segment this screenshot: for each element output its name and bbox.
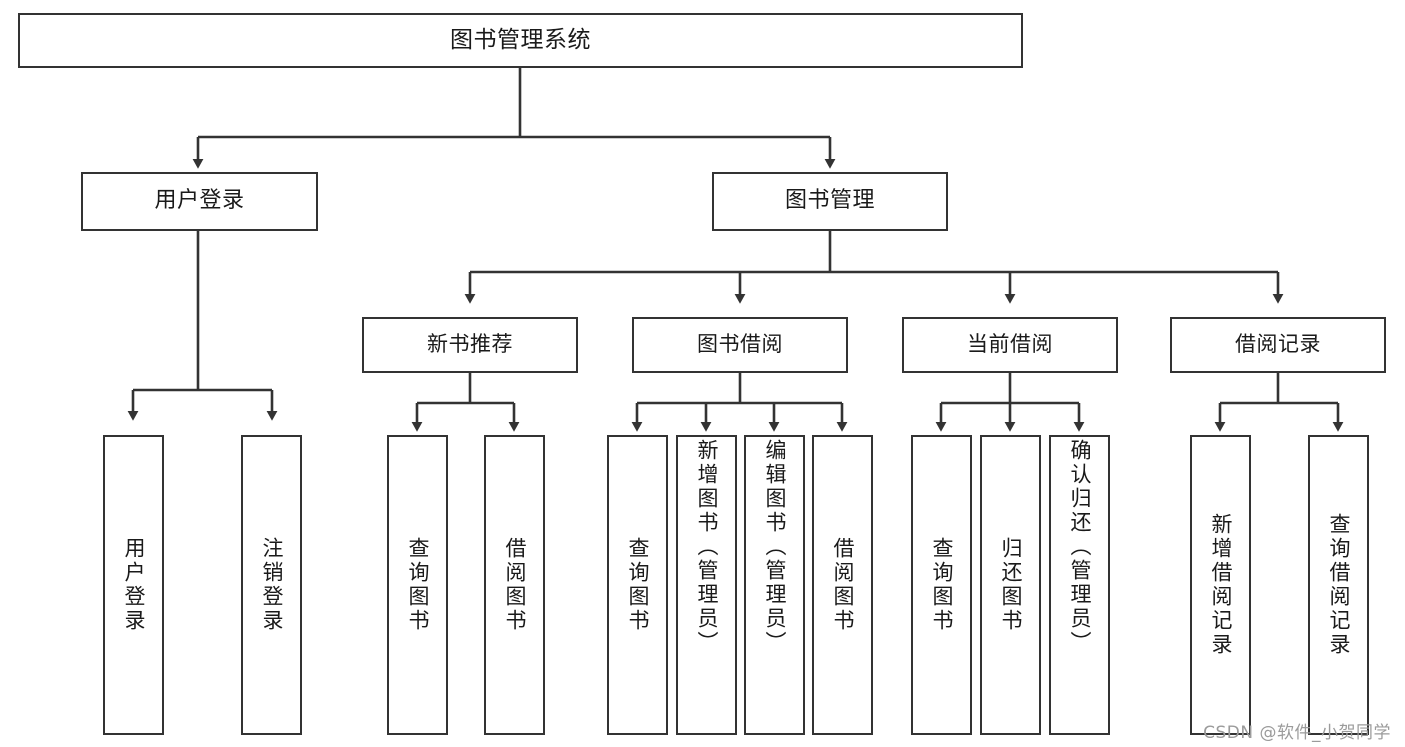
node-leaf-query-book-current[interactable]: 查询图书 xyxy=(911,435,972,735)
node-current-borrow[interactable]: 当前借阅 xyxy=(902,317,1118,373)
node-leaf-query-book-borrow[interactable]: 查询图书 xyxy=(607,435,668,735)
edge-borrowrecord-to-leaves xyxy=(1214,373,1344,432)
node-label: 查询图书 xyxy=(626,537,650,633)
node-user-login[interactable]: 用户登录 xyxy=(81,172,318,231)
node-label: 查询图书 xyxy=(406,537,430,633)
edge-newbook-to-leaves xyxy=(411,373,520,432)
node-leaf-return-book[interactable]: 归还图书 xyxy=(980,435,1041,735)
node-leaf-confirm-return-admin[interactable]: 确认归还（管理员） xyxy=(1049,435,1110,735)
node-label: 当前借阅 xyxy=(967,332,1053,357)
node-leaf-user-login[interactable]: 用户登录 xyxy=(103,435,164,735)
node-book-borrow[interactable]: 图书借阅 xyxy=(632,317,848,373)
node-label: 用户登录 xyxy=(122,537,146,633)
node-leaf-edit-book-admin[interactable]: 编辑图书（管理员） xyxy=(744,435,805,735)
edge-bookmgmt-to-level3 xyxy=(464,231,1284,304)
node-book-management[interactable]: 图书管理 xyxy=(712,172,948,231)
node-label: 新增借阅记录 xyxy=(1209,513,1233,657)
edge-bookborrow-to-leaves xyxy=(631,373,848,432)
node-label: 查询借阅记录 xyxy=(1327,513,1351,657)
node-leaf-query-borrow-record[interactable]: 查询借阅记录 xyxy=(1308,435,1369,735)
node-label: 图书管理 xyxy=(784,188,875,214)
node-leaf-logout[interactable]: 注销登录 xyxy=(241,435,302,735)
node-label: 归还图书 xyxy=(999,537,1023,633)
edge-currentborrow-to-leaves xyxy=(935,373,1085,432)
node-leaf-borrow-book[interactable]: 借阅图书 xyxy=(812,435,873,735)
node-leaf-query-book-newbook[interactable]: 查询图书 xyxy=(387,435,448,735)
node-leaf-borrow-book-newbook[interactable]: 借阅图书 xyxy=(484,435,545,735)
node-leaf-add-book-admin[interactable]: 新增图书（管理员） xyxy=(676,435,737,735)
node-label: 新书推荐 xyxy=(427,332,513,357)
node-label: 借阅记录 xyxy=(1235,332,1321,357)
node-new-book-recommend[interactable]: 新书推荐 xyxy=(362,317,578,373)
node-label: 用户登录 xyxy=(154,188,245,214)
node-root-system[interactable]: 图书管理系统 xyxy=(18,13,1023,68)
node-label: 编辑图书（管理员） xyxy=(763,439,787,655)
node-label: 新增图书（管理员） xyxy=(695,439,719,655)
node-label: 注销登录 xyxy=(260,537,284,633)
edge-userlogin-to-leaves xyxy=(127,231,278,421)
node-label: 借阅图书 xyxy=(503,537,527,633)
node-borrow-record[interactable]: 借阅记录 xyxy=(1170,317,1386,373)
node-label: 借阅图书 xyxy=(831,537,855,633)
node-leaf-add-borrow-record[interactable]: 新增借阅记录 xyxy=(1190,435,1251,735)
edge-root-to-level2 xyxy=(192,68,836,169)
node-label: 确认归还（管理员） xyxy=(1068,439,1092,655)
node-label: 图书管理系统 xyxy=(450,26,591,53)
node-label: 图书借阅 xyxy=(697,332,783,357)
node-label: 查询图书 xyxy=(930,537,954,633)
watermark: CSDN @软件_小贺同学 xyxy=(1203,723,1391,743)
